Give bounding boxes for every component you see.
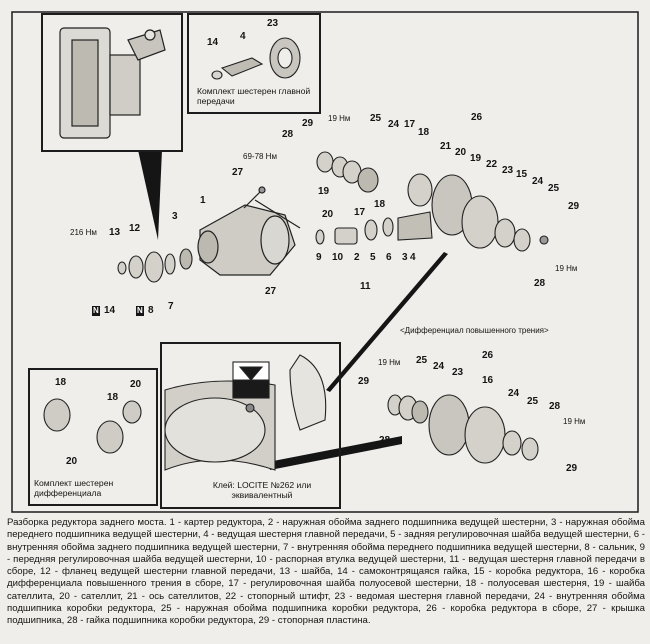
glue-drawing [164,354,327,471]
label-29-right: 29 [568,201,580,212]
inset-diff-gear-kit-title: Комплект шестерен дифференциала [34,478,114,498]
diff-kit-label-18a: 18 [55,377,67,388]
label-24-right: 24 [532,176,544,187]
inset-glue-title: Клей: LOCITE №262 или эквивалентный [212,480,312,500]
label-14-main: 14 [104,305,116,316]
label-13: 13 [109,227,121,238]
lsd-label-23: 23 [452,367,464,378]
label-17-top: 17 [404,119,416,130]
label-11: 11 [360,281,371,292]
housing-flange-drawing [59,27,166,139]
lsd-label-25-right: 25 [527,396,539,407]
label-27-top: 27 [232,167,244,178]
label-19-top: 19 [470,153,482,164]
figure-caption: Разборка редуктора заднего моста. 1 - ка… [7,517,645,627]
lsd-torque-19: 19 Нм [378,358,401,367]
label-20-top: 20 [455,147,467,158]
main-gear-kit-drawing [211,37,301,80]
label-3: 3 [172,211,178,222]
label-28-top: 28 [282,129,294,140]
label-25-top: 25 [370,113,382,124]
differential-carrier-drawing [197,186,301,276]
label-2: 2 [354,252,360,263]
inset-pointer-3 [268,436,402,470]
label-14: 14 [207,37,219,48]
torque-216: 216 Нм [70,228,97,237]
label-23: 23 [502,165,514,176]
label-25-right: 25 [548,183,560,194]
label-20-left: 20 [322,209,334,220]
label-7: 7 [168,301,174,312]
torque-6978: 69-78 Нм [243,152,277,161]
label-29-top: 29 [302,118,314,129]
lsd-label-28-left: 28 [379,435,391,446]
figure-frame [11,11,639,513]
label-18-top: 18 [418,127,430,138]
lsd-label-26: 26 [482,350,494,361]
label-6: 6 [386,252,392,263]
label-27-bottom: 27 [265,286,277,297]
label-17-left: 17 [354,207,366,218]
label-18-left: 18 [374,199,386,210]
torque-19-top: 19 Нм [328,114,351,123]
inset-diff-gear-kit [28,368,158,506]
inset-housing-flange [41,13,183,152]
label-10: 10 [332,252,344,263]
inset-main-gear-kit [187,13,321,114]
lsd-label-16: 16 [482,375,494,386]
torque-19-right: 19 Нм [555,264,578,273]
diff-gear-kit-drawing [43,398,142,454]
pinion-assembly-drawing [315,211,433,245]
label-1: 1 [200,195,206,206]
lsd-label-25: 25 [416,355,428,366]
inset-pointer-2 [326,252,448,392]
label-28-right: 28 [534,278,546,289]
lsd-label-24: 24 [433,361,445,372]
inset-pointer-1 [138,150,162,240]
lsd-label-29-bottom: 29 [566,463,578,474]
nord-badge-8: N [136,306,144,316]
diff-kit-label-20b: 20 [130,379,142,390]
diff-kit-label-20a: 20 [66,456,78,467]
pinion-parts-drawing [117,248,193,283]
inset-glue [160,342,341,509]
differential-row-drawing [316,151,549,252]
nord-badge-14: N [92,306,100,316]
label-5: 5 [370,252,376,263]
label-9: 9 [316,252,322,263]
label-21: 21 [440,141,452,152]
lsd-label-29: 29 [358,376,370,387]
label-23: 23 [267,18,279,29]
label-26-top: 26 [471,112,483,123]
label-24-top: 24 [388,119,400,130]
lsd-label-24-right: 24 [508,388,520,399]
lsd-title: <Дифференциал повышенного трения> [400,326,549,335]
label-19-left: 19 [318,186,330,197]
limited-slip-diff-drawing [387,394,539,464]
label-12: 12 [129,223,141,234]
lsd-torque-19-right: 19 Нм [563,417,586,426]
inset-main-gear-kit-title: Комплект шестерен главной передачи [197,86,311,106]
diff-kit-label-18b: 18 [107,392,119,403]
label-4: 4 [410,252,416,263]
label-22: 22 [486,159,498,170]
lsd-label-28: 28 [549,401,561,412]
label-3-right: 3 [402,252,408,263]
label-4: 4 [240,31,246,42]
label-8: 8 [148,305,154,316]
label-15: 15 [516,169,528,180]
